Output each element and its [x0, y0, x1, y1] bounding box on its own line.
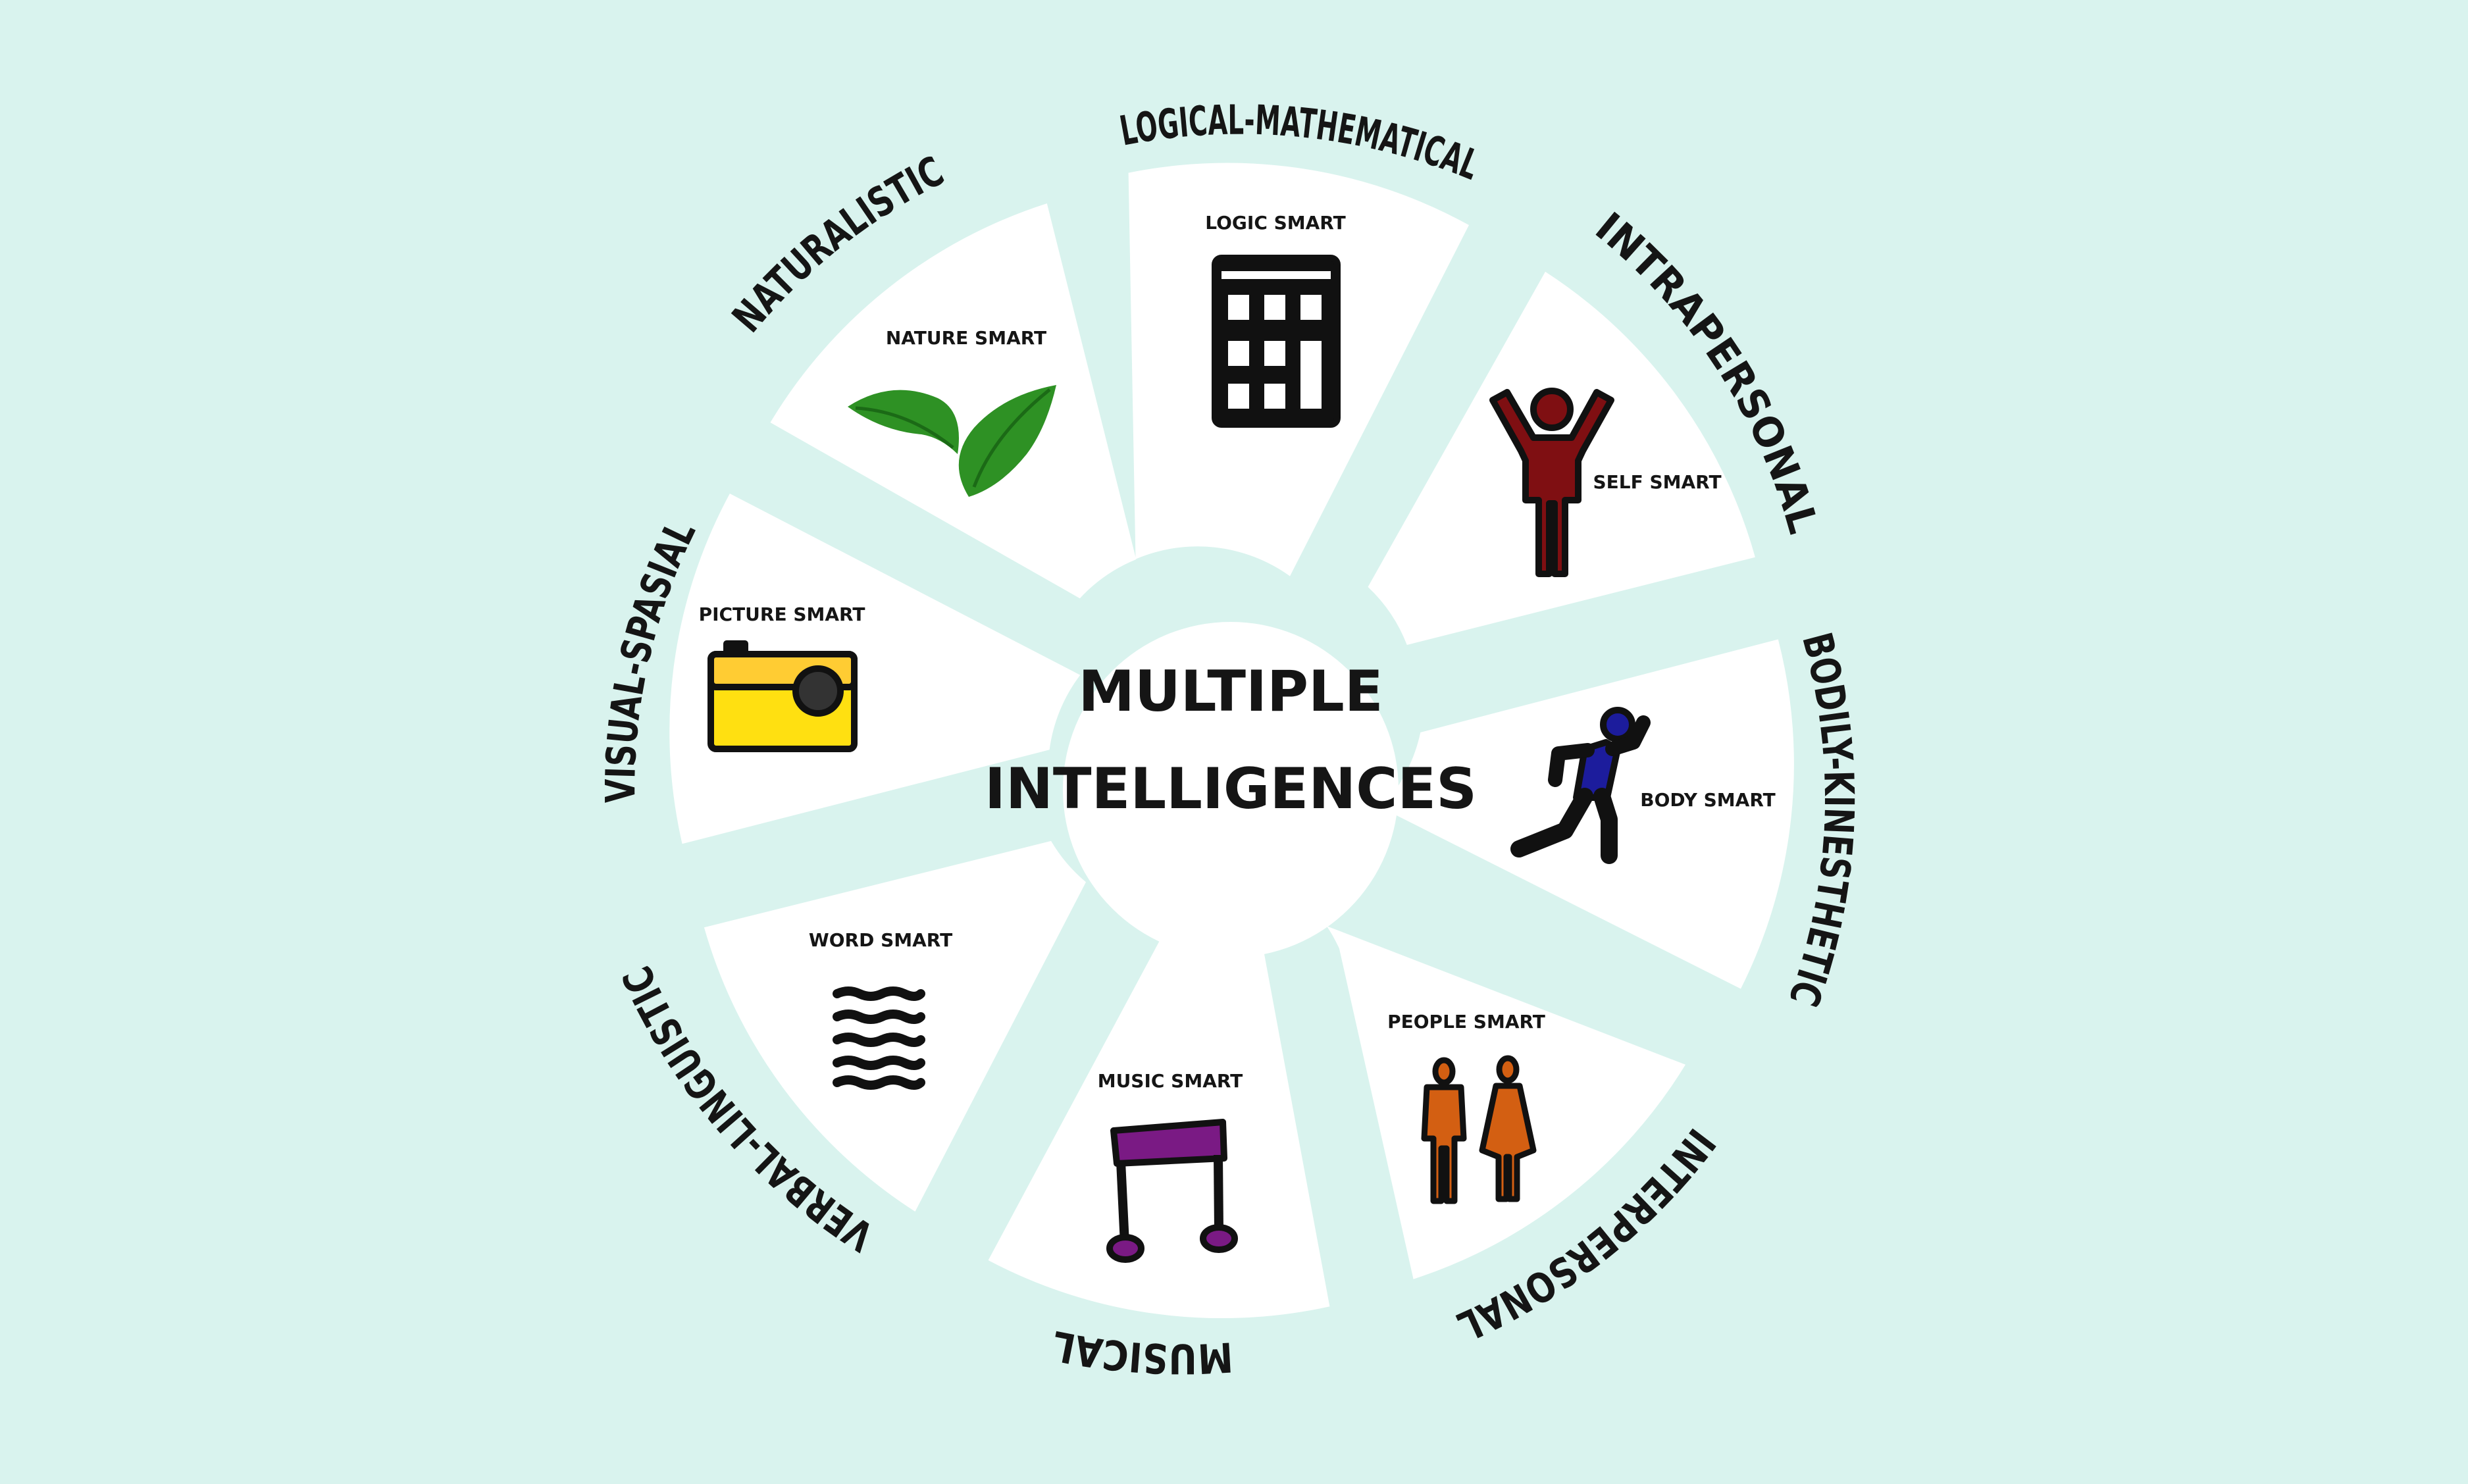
title-line-2: INTELLIGENCES [985, 756, 1477, 822]
segment-naturalistic [770, 203, 1137, 599]
segment-visual [669, 494, 1081, 844]
smart-label-musical: MUSIC SMART [1098, 1070, 1243, 1092]
music-note-icon [1106, 1119, 1238, 1263]
camera-icon [707, 640, 858, 752]
calculator-icon [1212, 255, 1341, 428]
running-person-icon [1510, 707, 1651, 864]
title-line-1: MULTIPLE [1078, 659, 1383, 725]
smart-label-intrapersonal: SELF SMART [1593, 471, 1721, 493]
smart-label-naturalistic: NATURE SMART [886, 327, 1046, 349]
smart-label-bodily: BODY SMART [1640, 789, 1775, 811]
category-label-musical: MUSICAL [1048, 1321, 1234, 1383]
two-people-icon [1421, 1055, 1537, 1204]
smart-label-logical: LOGIC SMART [1205, 212, 1345, 234]
category-label-bodily: BODILY-KINESTHETIC [1780, 628, 1863, 1012]
segment-bodily [1381, 639, 1794, 989]
smart-label-verbal: WORD SMART [809, 929, 952, 951]
smart-label-visual: PICTURE SMART [699, 603, 865, 625]
arms-raised-person-icon [1489, 388, 1614, 577]
center-circle [1063, 622, 1399, 958]
smart-labels: LOGIC SMART SELF SMART BODY SMART PEOPLE… [699, 212, 1776, 1092]
wheel-segments [669, 163, 1794, 1319]
text-lines-icon [833, 986, 925, 1090]
smart-label-interpersonal: PEOPLE SMART [1387, 1011, 1545, 1033]
leaves-icon [848, 385, 1056, 497]
segment-verbal [704, 840, 1086, 1212]
